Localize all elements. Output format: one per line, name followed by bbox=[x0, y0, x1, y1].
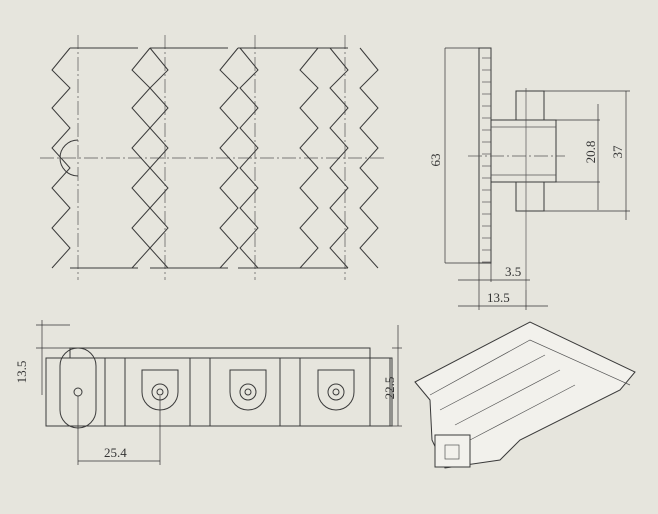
front-pin-hole bbox=[73, 387, 83, 397]
front-pin-hole bbox=[332, 388, 340, 396]
dim-25-4-label: 25.4 bbox=[104, 445, 127, 460]
iso-hinge-block bbox=[434, 434, 471, 468]
side-plate bbox=[478, 47, 492, 264]
module-right-edge bbox=[239, 47, 259, 269]
module-right-edge bbox=[359, 47, 379, 269]
front-hinge-eye bbox=[317, 369, 355, 411]
front-links bbox=[59, 347, 391, 429]
front-hinge-eye bbox=[229, 369, 267, 411]
dim-20-8-label: 20.8 bbox=[583, 141, 598, 164]
module-left-edge bbox=[299, 47, 319, 269]
module-left-edge bbox=[131, 47, 151, 269]
front-pin-hole bbox=[156, 388, 164, 396]
front-hinge-eye bbox=[141, 369, 179, 411]
hinge-end-arc bbox=[59, 139, 79, 177]
module-right-edge bbox=[329, 47, 349, 269]
module-right-edge bbox=[149, 47, 169, 269]
side-hinge-top bbox=[515, 90, 545, 121]
front-view: 13.5 22.5 25.4 bbox=[14, 320, 402, 465]
module-left-edge bbox=[219, 47, 239, 269]
top-view bbox=[40, 35, 385, 280]
dim-front-13-5-label: 13.5 bbox=[14, 361, 29, 384]
iso-finger-rows bbox=[439, 354, 576, 441]
front-hinge-ring bbox=[327, 383, 345, 401]
side-view: 63 20.8 37 3.5 13.5 bbox=[428, 47, 630, 310]
side-ribs bbox=[482, 57, 491, 263]
dim-63-label: 63 bbox=[428, 154, 443, 167]
side-hinge-bottom bbox=[515, 181, 545, 212]
front-hinge-ring bbox=[239, 383, 257, 401]
module-left-edge bbox=[51, 47, 71, 269]
dim-13-5-label: 13.5 bbox=[487, 290, 510, 305]
front-top-plate bbox=[69, 347, 371, 359]
iso-module-body bbox=[414, 321, 636, 469]
side-hinge-body bbox=[490, 119, 557, 183]
dim-22-5-label: 22.5 bbox=[382, 377, 397, 400]
iso-edge bbox=[429, 339, 631, 396]
dim-3-5-label: 3.5 bbox=[505, 264, 521, 279]
iso-hinge-hole bbox=[444, 444, 460, 460]
dim-37-label: 37 bbox=[610, 145, 625, 159]
front-pin-hole bbox=[244, 388, 252, 396]
isometric-view bbox=[414, 321, 636, 469]
front-end-hinge bbox=[59, 347, 97, 429]
front-body bbox=[45, 357, 393, 427]
